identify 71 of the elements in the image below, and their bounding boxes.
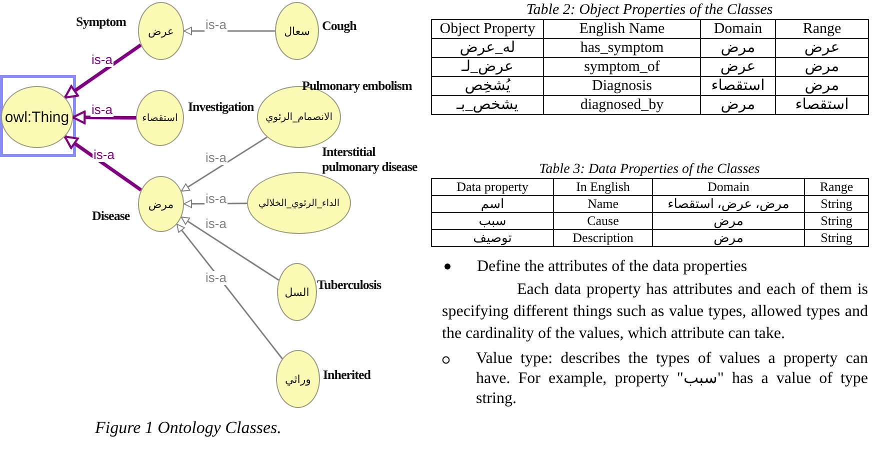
table-cell: has_symptom [544, 38, 700, 58]
class-name: Disease [92, 208, 130, 223]
table-cell: سبب [432, 212, 554, 230]
class-ellipse: استقصاء [136, 90, 184, 146]
table-cell: عرض_لـ [432, 58, 544, 76]
class-ellipse: سعال [275, 2, 319, 60]
is-a-arrow [180, 216, 280, 281]
class-name: Tuberculosis [317, 277, 382, 292]
class-name: Cough [322, 18, 356, 33]
edge-label: is-a [204, 18, 228, 32]
table-cell: يُشخِص [432, 76, 544, 96]
column-header: Range [776, 20, 868, 38]
table-cell: توصيف [432, 230, 554, 246]
table-cell: عرض [700, 58, 776, 76]
column-header: Object Property [432, 20, 544, 38]
column-header: English Name [544, 20, 700, 38]
table-cell: له_عرض [432, 38, 544, 58]
table-cell: Cause [554, 212, 652, 230]
column-header: Data property [432, 178, 554, 196]
figure-caption: Figure 1 Ontology Classes. [95, 418, 282, 438]
column-header: Range [804, 178, 868, 196]
table-cell: اسم [432, 196, 554, 212]
column-header: Domain [652, 178, 804, 196]
class-ellipse: وراثي [276, 350, 320, 408]
class-ellipse: مرض [138, 176, 184, 232]
is-a-arrow [184, 200, 248, 208]
table-title: Table 3: Data Properties of the Classes [538, 162, 761, 178]
table-cell: مرض [700, 96, 776, 114]
edge-label: is-a [204, 217, 228, 231]
table-cell: عرض [776, 38, 868, 58]
table-cell: مرض [652, 230, 804, 246]
table-cell: استقصاء [700, 76, 776, 96]
edge-label: is-a [90, 103, 114, 117]
class-name: Investigation [188, 99, 254, 114]
class-name: Inherited [323, 367, 370, 382]
table-cell: استقصاء [776, 96, 868, 114]
table-cell: symptom_of [544, 58, 700, 76]
table-cell: مرض [700, 38, 776, 58]
table-cell: Diagnosis [544, 76, 700, 96]
table-cell: String [804, 212, 868, 230]
class-name: Symptom [76, 14, 126, 29]
column-header: In English [554, 178, 652, 196]
edge-label: is-a [204, 271, 228, 285]
root-class-ellipse: owl:Thing [1, 86, 73, 148]
edge-label: is-a [90, 53, 114, 67]
table-cell: مرض [652, 212, 804, 230]
is-a-arrow [64, 135, 142, 192]
edge-label: is-a [204, 151, 228, 165]
table-cell: يشخص_بـ [432, 96, 544, 114]
is-a-arrow [64, 44, 142, 99]
is-a-arrow [176, 224, 283, 360]
table-cell: مرض [776, 58, 868, 76]
table-cell: String [804, 230, 868, 246]
paragraph: Each data property has attributes and each of them is specifying different things such as value types, allowed types and the cardinality of the values, which attribute can take. [442, 280, 868, 344]
class-ellipse: عرض [138, 2, 184, 60]
edge-label: is-a [92, 148, 116, 162]
is-a-arrow [72, 110, 136, 124]
bullet-text: Define the attributes of the data properties [477, 257, 748, 277]
table-cell: Description [554, 230, 652, 246]
is-a-arrow [184, 26, 275, 36]
table-cell: مرض [776, 76, 868, 96]
bullet-text: Value type: describes the types of values a property can have. For example, property "سبب" has a value of type string. [476, 349, 868, 409]
edge-label: is-a [204, 192, 228, 206]
table-cell: diagnosed_by [544, 96, 700, 114]
is-a-arrow [180, 136, 268, 192]
table-cell: مرض، عرض، استقصاء [652, 196, 804, 212]
table-cell: Name [554, 196, 652, 212]
table-title: Table 2: Object Properties of the Classes [525, 2, 774, 19]
class-ellipse: السل [277, 263, 317, 321]
column-header: Domain [700, 20, 776, 38]
table-cell: String [804, 196, 868, 212]
